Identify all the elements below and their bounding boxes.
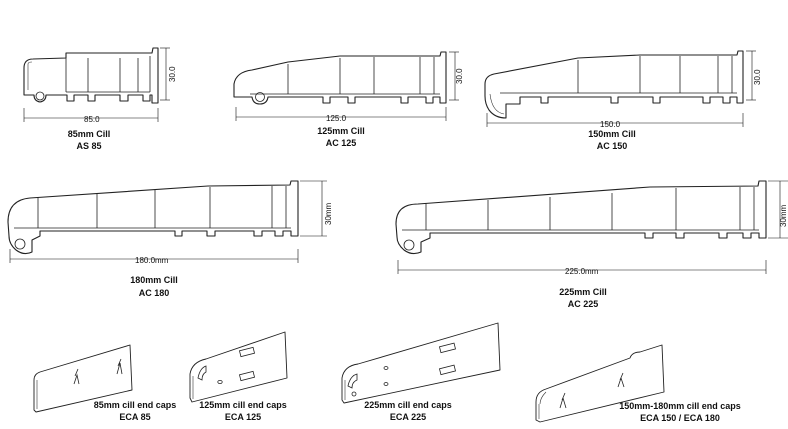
endcap-eca225-name: 225mm cill end caps: [364, 400, 452, 410]
endcap-eca225: 225mm cill end caps ECA 225: [341, 322, 501, 422]
profile-ac125-height: 30.0: [455, 68, 464, 84]
profile-ac180-height: 30mm: [324, 202, 333, 225]
profile-ac150-code: AC 150: [597, 141, 628, 151]
profile-ac180-width: 180.0mm: [135, 256, 169, 265]
endcap-eca225-code: ECA 225: [390, 412, 426, 422]
endcap-eca150-180: 150mm-180mm cill end caps ECA 150 / ECA …: [535, 344, 741, 423]
profile-ac180-outline: [7, 180, 299, 255]
profile-ac180-name: 180mm Cill: [130, 275, 178, 285]
profile-ac225: 225.0mm 30mm 225mm Cill AC 225: [395, 180, 788, 309]
profile-ac150-width: 150.0: [600, 120, 621, 129]
endcap-eca125: 125mm cill end caps ECA 125: [189, 331, 288, 422]
profile-ac225-outline: [395, 180, 767, 255]
profile-ac225-width: 225.0mm: [565, 267, 599, 276]
endcap-eca150-180-code: ECA 150 / ECA 180: [640, 413, 720, 423]
profile-as85-name: 85mm Cill: [68, 129, 111, 139]
endcap-eca85-code: ECA 85: [119, 412, 150, 422]
endcap-eca150-180-shape: [535, 344, 665, 423]
profile-ac180: 180.0mm 30mm 180mm Cill AC 180: [7, 180, 333, 298]
profile-as85-width: 85.0: [84, 115, 100, 124]
profile-as85-code: AS 85: [76, 141, 101, 151]
endcap-eca85-shape: [33, 344, 133, 413]
profile-ac180-code: AC 180: [139, 288, 170, 298]
endcap-eca225-shape: [341, 322, 501, 404]
endcap-eca85: 85mm cill end caps ECA 85: [33, 344, 177, 422]
profile-ac125: 125.0 30.0 125mm Cill AC 125: [233, 51, 464, 148]
profile-as85: 85.0 30.0 85mm Cill AS 85: [23, 47, 177, 151]
profile-ac150: 150.0 30.0 150mm Cill AC 150: [484, 50, 762, 151]
profile-ac225-name: 225mm Cill: [559, 287, 607, 297]
profile-ac150-name: 150mm Cill: [588, 129, 636, 139]
profile-ac150-height: 30.0: [753, 69, 762, 85]
endcap-eca125-shape: [189, 331, 288, 403]
endcap-eca125-code: ECA 125: [225, 412, 261, 422]
profile-ac150-outline: [484, 50, 744, 119]
profile-as85-height: 30.0: [168, 66, 177, 82]
profile-ac125-code: AC 125: [326, 138, 357, 148]
endcap-eca125-name: 125mm cill end caps: [199, 400, 287, 410]
endcap-eca150-180-name: 150mm-180mm cill end caps: [619, 401, 741, 411]
endcap-eca85-name: 85mm cill end caps: [94, 400, 177, 410]
profile-ac125-name: 125mm Cill: [317, 126, 365, 136]
profile-ac125-width: 125.0: [326, 114, 347, 123]
profile-ac225-height: 30mm: [779, 204, 788, 227]
profile-ac225-code: AC 225: [568, 299, 599, 309]
profile-as85-outline: [23, 47, 159, 104]
